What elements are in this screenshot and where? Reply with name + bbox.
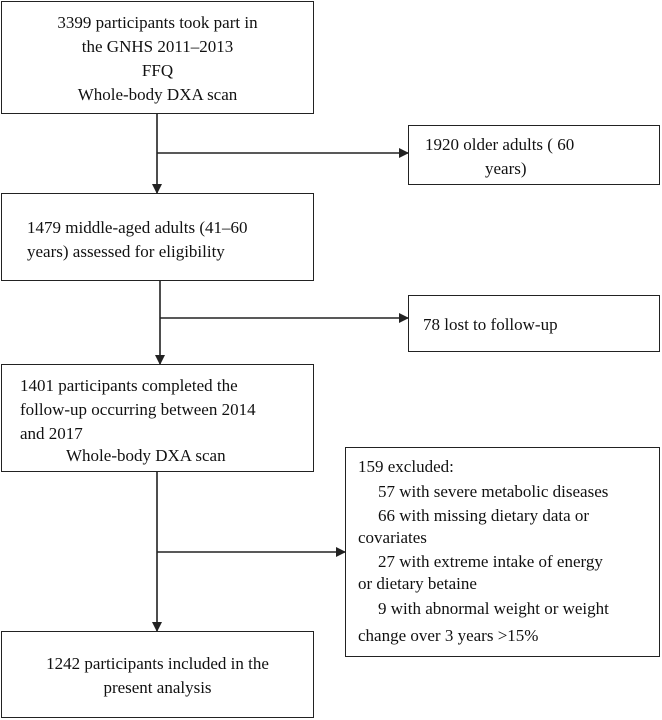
box2-line-1: 1479 middle-aged adults (41–60 <box>27 218 248 237</box>
box1-line-4: Whole-body DXA scan <box>77 85 238 104</box>
box-older-adults-excluded: 1920 older adults ( 60 years) <box>408 125 660 185</box>
side3-line-1: 159 excluded: <box>358 457 454 476</box>
side3-line-4: covariates <box>358 528 427 547</box>
box3-line-1: 1401 participants completed the <box>20 376 238 395</box>
side3-line-2: 57 with severe metabolic diseases <box>378 482 609 501</box>
box3-line-2: follow-up occurring between 2014 <box>20 400 256 419</box>
box1-line-2: the GNHS 2011–2013 <box>81 37 234 56</box>
box4-line-1: 1242 participants included in the <box>46 654 269 673</box>
box3-line-3: and 2017 <box>20 424 83 443</box>
box2-line-2: years) assessed for eligibility <box>27 242 225 261</box>
box-lost-to-follow-up: 78 lost to follow-up <box>408 295 660 352</box>
box-gnhs-participants: 3399 participants took part in the GNHS … <box>1 1 314 114</box>
box-included-analysis: 1242 participants included in the presen… <box>1 631 314 718</box>
side3-line-6: or dietary betaine <box>358 574 477 593</box>
box1-line-1: 3399 participants took part in <box>57 13 258 32</box>
box-excluded-159: 159 excluded: 57 with severe metabolic d… <box>345 447 660 657</box>
side3-line-7: 9 with abnormal weight or weight <box>378 599 609 618</box>
side1-line-1: 1920 older adults ( 60 <box>425 135 575 154</box>
side3-line-3: 66 with missing dietary data or <box>378 506 590 525</box>
box1-line-3: FFQ <box>141 61 174 80</box>
box-middle-aged-adults: 1479 middle-aged adults (41–60 years) as… <box>1 193 314 281</box>
side1-line-2: years) <box>485 159 527 178</box>
side2-line-1: 78 lost to follow-up <box>423 315 558 334</box>
box3-line-4: Whole-body DXA scan <box>66 446 226 465</box>
side3-line-8: change over 3 years >15% <box>358 626 539 645</box>
box4-line-2: present analysis <box>103 678 212 697</box>
side3-line-5: 27 with extreme intake of energy <box>378 552 603 571</box>
box-completed-follow-up: 1401 participants completed the follow-u… <box>1 364 314 472</box>
